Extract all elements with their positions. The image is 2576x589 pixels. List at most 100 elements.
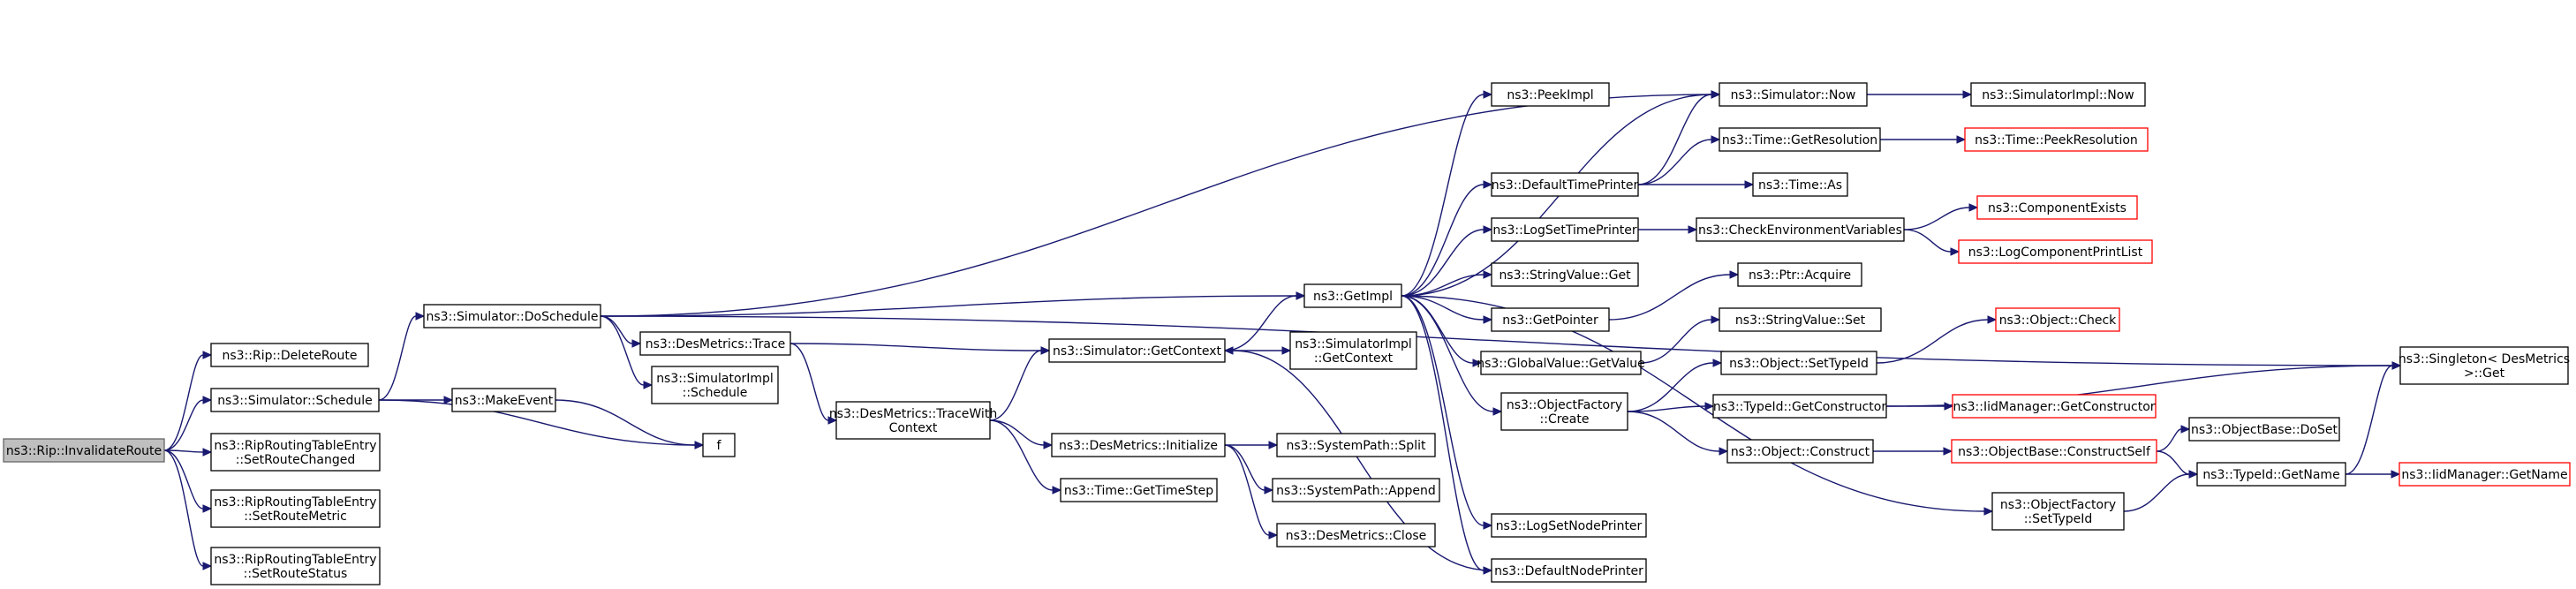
node-box [1970,82,2146,107]
node-simimpl_getcontext[interactable]: ns3::SimulatorImpl::GetContext [1289,331,1417,370]
node-box [1289,331,1417,370]
edge-arrowhead [1987,315,1998,324]
node-append[interactable]: ns3::SystemPath::Append [1272,478,1440,502]
edge-getpointer-to-ptr_acquire [1608,270,1740,321]
edge-invalidate-to-schedule [163,396,213,451]
node-setroutechanged[interactable]: ns3::RipRoutingTableEntry::SetRouteChang… [210,433,381,472]
node-object_check[interactable]: ns3::Object::Check [1995,307,2120,332]
node-componentexists[interactable]: ns3::ComponentExists [1976,195,2138,220]
node-objectbase_constructself[interactable]: ns3::ObjectBase::ConstructSelf [1951,439,2157,464]
node-box [1051,433,1226,457]
node-objectfactory_settypeid[interactable]: ns3::ObjectFactory::SetTypeId [1991,492,2125,531]
node-makeevent[interactable]: ns3::MakeEvent [451,388,556,412]
edge-arrowhead [1483,225,1493,234]
edge-arrowhead [1704,402,1715,411]
edge-arrowhead [1962,90,1973,99]
node-setroutestatus[interactable]: ns3::RipRoutingTableEntry::SetRouteStatu… [210,547,381,585]
node-logsettimeprinter[interactable]: ns3::LogSetTimePrinter [1491,217,1639,242]
node-typeid_getname[interactable]: ns3::TypeId::GetName [2196,462,2346,487]
node-ptr_acquire[interactable]: ns3::Ptr::Acquire [1737,262,1862,287]
node-simimpl_schedule[interactable]: ns3::SimulatorImpl::Schedule [651,366,779,404]
node-peekimpl[interactable]: ns3::PeekImpl [1491,82,1610,107]
node-logcomponentprintlist[interactable]: ns3::LogComponentPrintList [1958,239,2153,264]
node-objectfactory_create[interactable]: ns3::ObjectFactory::Create [1500,392,1628,431]
edge-getimpl-to-getpointer [1401,295,1493,324]
node-gettimestep[interactable]: ns3::Time::GetTimeStep [1060,478,1218,502]
node-checkenv[interactable]: ns3::CheckEnvironmentVariables [1696,217,1905,242]
node-schedule[interactable]: ns3::Simulator::Schedule [210,388,380,412]
node-simulator_now[interactable]: ns3::Simulator::Now [1719,82,1868,107]
node-time_as[interactable]: ns3::Time::As [1752,172,1848,197]
node-box [1726,439,1874,464]
node-label: ns3::SimulatorImpl::Now [1982,88,2134,102]
node-defaulttimeprinter[interactable]: ns3::DefaultTimePrinter [1491,172,1639,197]
node-desmetrics_trace[interactable]: ns3::DesMetrics::Trace [639,331,791,356]
node-getcontext[interactable]: ns3::Simulator::GetContext [1048,338,1226,363]
edge-arrowhead [415,312,426,321]
node-close[interactable]: ns3::DesMetrics::Close [1276,523,1436,547]
node-box [1272,478,1440,502]
node-box [1491,513,1647,538]
edge-object_construct-to-objectbase_constructself [1873,447,1953,456]
node-box [1696,217,1905,242]
node-label: ns3::Rip::InvalidateRoute [6,444,162,458]
node-object_settypeid[interactable]: ns3::Object::SetTypeId [1720,351,1877,375]
node-box [1719,127,1881,152]
edge-arrowhead [2180,425,2191,434]
node-label: ::SetTypeId [2024,512,2093,526]
edge-arrowhead [1711,90,1721,99]
node-invalidate[interactable]: ns3::Rip::InvalidateRoute [3,438,165,463]
node-logsetnodeprinter[interactable]: ns3::LogSetNodePrinter [1491,513,1647,538]
node-doschedule[interactable]: ns3::Simulator::DoSchedule [423,304,601,328]
edge-invalidate-to-setroutemetric [163,449,213,513]
node-simimpl_now[interactable]: ns3::SimulatorImpl::Now [1970,82,2146,107]
node-box [1491,262,1639,287]
node-defaultnodeprinter[interactable]: ns3::DefaultNodePrinter [1491,558,1647,583]
node-deleteroute[interactable]: ns3::Rip::DeleteRoute [210,343,369,367]
edge-getimpl-to-stringvalue_get [1401,270,1493,297]
node-desmetrics_init[interactable]: ns3::DesMetrics::Initialize [1051,433,1226,457]
node-globalvalue_getvalue[interactable]: ns3::GlobalValue::GetValue [1477,351,1645,375]
edge-makeevent-to-f [555,399,705,449]
node-typeid_getconstructor[interactable]: ns3::TypeId::GetConstructor [1712,394,1887,419]
node-stringvalue_get[interactable]: ns3::StringValue::Get [1491,262,1639,287]
node-label: ns3::GetPointer [1502,313,1598,328]
node-label: ns3::Object::Check [1999,313,2117,328]
edge-objectfactory_settypeid-to-typeid_getname [2123,470,2199,512]
node-singleton_get[interactable]: ns3::Singleton< DesMetrics >::Get [2398,346,2570,385]
edge-arrowhead [1983,507,1994,516]
node-getimpl[interactable]: ns3::GetImpl [1303,283,1402,308]
node-box [1995,307,2120,332]
edge-arrowhead [1744,180,1755,189]
edge-arrowhead [202,504,213,513]
node-box [1720,351,1877,375]
node-box [651,366,779,404]
node-label: ns3::LogSetNodePrinter [1496,519,1643,533]
node-label: ns3::GetImpl [1313,290,1393,304]
node-iidmanager_getname[interactable]: ns3::IidManager::GetName [2398,462,2571,487]
node-box [835,401,991,440]
node-object_construct[interactable]: ns3::Object::Construct [1726,439,1874,464]
node-box [2188,417,2340,442]
edge-objectfactory_create-to-object_settypeid [1627,359,1723,412]
node-label: ns3::ObjectBase::ConstructSelf [1958,445,2151,459]
node-objectbase_doset[interactable]: ns3::ObjectBase::DoSet [2188,417,2340,442]
node-split[interactable]: ns3::SystemPath::Split [1276,433,1436,457]
node-getpointer[interactable]: ns3::GetPointer [1491,307,1610,332]
edge-logsettimeprinter-to-checkenv [1638,225,1698,234]
node-getresolution[interactable]: ns3::Time::GetResolution [1719,127,1881,152]
node-label: ns3::RipRoutingTableEntry [214,439,376,453]
node-box [1491,307,1610,332]
node-peekresolution[interactable]: ns3::Time::PeekResolution [1964,127,2149,152]
edge-arrowhead [1711,315,1721,324]
node-label: ns3::LogComponentPrintList [1968,245,2143,260]
node-box [1964,127,2149,152]
edge-arrowhead [1943,447,1953,456]
node-setroutemetric[interactable]: ns3::RipRoutingTableEntry::SetRouteMetri… [210,489,381,528]
node-stringvalue_set[interactable]: ns3::StringValue::Set [1719,307,1882,332]
node-box [423,304,601,328]
edge-invalidate-to-deleteroute [163,351,213,451]
node-iidmanager_getconstructor[interactable]: ns3::IidManager::GetConstructor [1952,394,2157,419]
node-f[interactable]: f [702,433,736,457]
